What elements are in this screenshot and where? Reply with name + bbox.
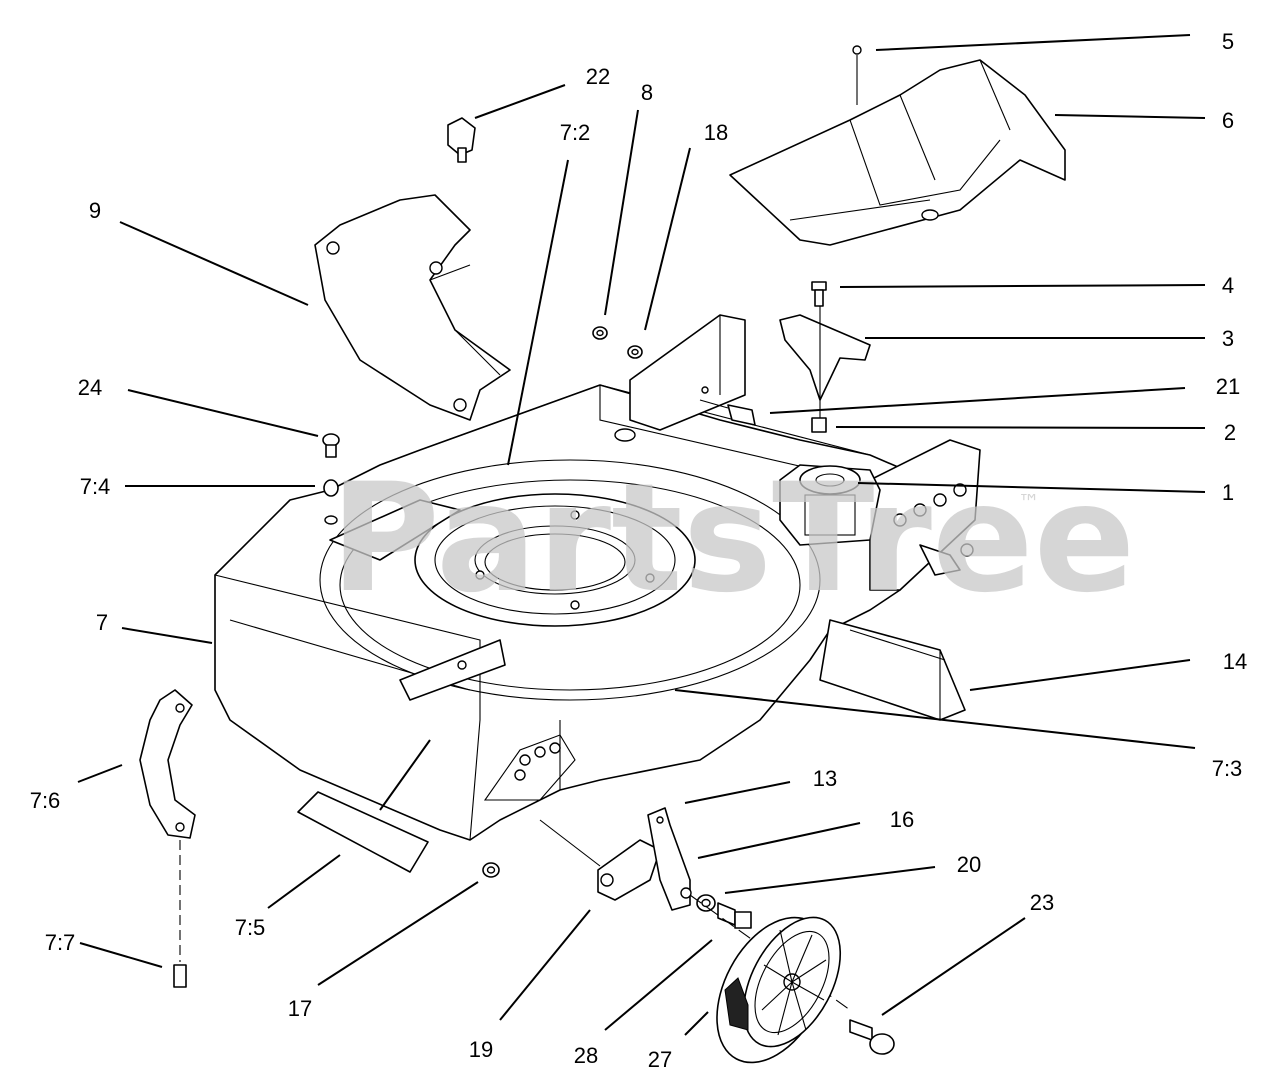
- sleeve-2-part: [811, 417, 827, 433]
- leader-14: [969, 659, 1191, 691]
- leader-6: [1054, 114, 1206, 119]
- callout-21: 21: [1216, 374, 1240, 399]
- callout-13: 13: [813, 766, 837, 791]
- leader-20: [724, 866, 936, 894]
- axle-bracket-19-part: [539, 819, 661, 901]
- callout-14: 14: [1223, 649, 1247, 674]
- leader-2: [835, 426, 1206, 429]
- deck-housing-part: [214, 314, 981, 841]
- callout-3: 3: [1222, 326, 1234, 351]
- bracket-3-part: [779, 300, 871, 420]
- callout-22: 22: [586, 64, 610, 89]
- leader-7-3: [674, 689, 1196, 749]
- callout-4: 4: [1222, 273, 1234, 298]
- leader-16: [697, 822, 861, 859]
- callout-7-7: 7:7: [45, 930, 76, 955]
- leader-4: [839, 284, 1206, 288]
- callout-6: 6: [1222, 108, 1234, 133]
- callout-17: 17: [288, 996, 312, 1021]
- leader-27: [684, 1011, 709, 1036]
- callout-labels: 5 6 22 8 7:2 18 9 4 3 24 21 2 7:4 1 7 14…: [30, 29, 1248, 1072]
- callout-2: 2: [1224, 420, 1236, 445]
- baffle-9-part: [314, 194, 511, 421]
- callout-9: 9: [89, 198, 101, 223]
- leader-7-2: [507, 159, 569, 466]
- leader-7: [121, 627, 213, 644]
- callout-18: 18: [704, 120, 728, 145]
- bolt-4-part: [811, 281, 827, 307]
- callout-20: 20: [957, 852, 981, 877]
- callout-24: 24: [78, 375, 102, 400]
- leader-13: [684, 781, 791, 804]
- nut-17-part: [482, 862, 500, 878]
- nut-8-part: [592, 326, 608, 340]
- callout-28: 28: [574, 1043, 598, 1068]
- strap-7-6-part: [139, 689, 196, 988]
- callout-7-6: 7:6: [30, 788, 61, 813]
- leader-23: [881, 917, 1026, 1016]
- callout-7-2: 7:2: [560, 120, 591, 145]
- callout-7-4: 7:4: [80, 474, 111, 499]
- leader-17: [317, 881, 479, 986]
- pin-21-part: [699, 399, 756, 426]
- callout-5: 5: [1222, 29, 1234, 54]
- washer-20-part: [696, 894, 716, 912]
- leader-7-7: [79, 942, 163, 968]
- callout-27: 27: [648, 1047, 672, 1072]
- callout-23: 23: [1030, 890, 1054, 915]
- watermark-text: PartsTree: [330, 452, 1135, 626]
- washer-18-part: [627, 345, 643, 359]
- callout-1: 1: [1222, 480, 1234, 505]
- leader-19: [499, 909, 591, 1021]
- lever-13-part: [647, 807, 692, 911]
- callout-7-5: 7:5: [235, 915, 266, 940]
- motor-spindle-part: [779, 464, 881, 546]
- callout-19: 19: [469, 1037, 493, 1062]
- wheel-bolt-23-part: [849, 1019, 895, 1055]
- leader-22: [474, 84, 566, 119]
- leader-lines: [77, 34, 1206, 1036]
- leader-5: [875, 34, 1191, 51]
- leader-8: [604, 109, 639, 316]
- leader-21: [769, 387, 1186, 414]
- leader-28: [604, 939, 713, 1031]
- callout-8: 8: [641, 80, 653, 105]
- clip-22-part: [447, 117, 476, 163]
- leader-7-6: [77, 764, 123, 783]
- watermark-trademark: ™: [1018, 491, 1040, 516]
- leader-7-5b: [379, 739, 431, 811]
- leader-24: [127, 389, 319, 437]
- insert-7-4-part: [323, 479, 339, 525]
- callout-7: 7: [96, 610, 108, 635]
- callout-7-3: 7:3: [1212, 756, 1243, 781]
- leader-7-5: [267, 854, 341, 909]
- leader-1: [857, 482, 1206, 493]
- top-cover-part: [729, 59, 1066, 246]
- wheel-27-part: [716, 916, 842, 1064]
- leader-18: [644, 147, 691, 331]
- callout-16: 16: [890, 807, 914, 832]
- decal-7-5-part: [297, 791, 429, 873]
- screw-5-part: [852, 45, 862, 105]
- leader-9: [119, 221, 309, 306]
- screw-24-part: [322, 433, 340, 458]
